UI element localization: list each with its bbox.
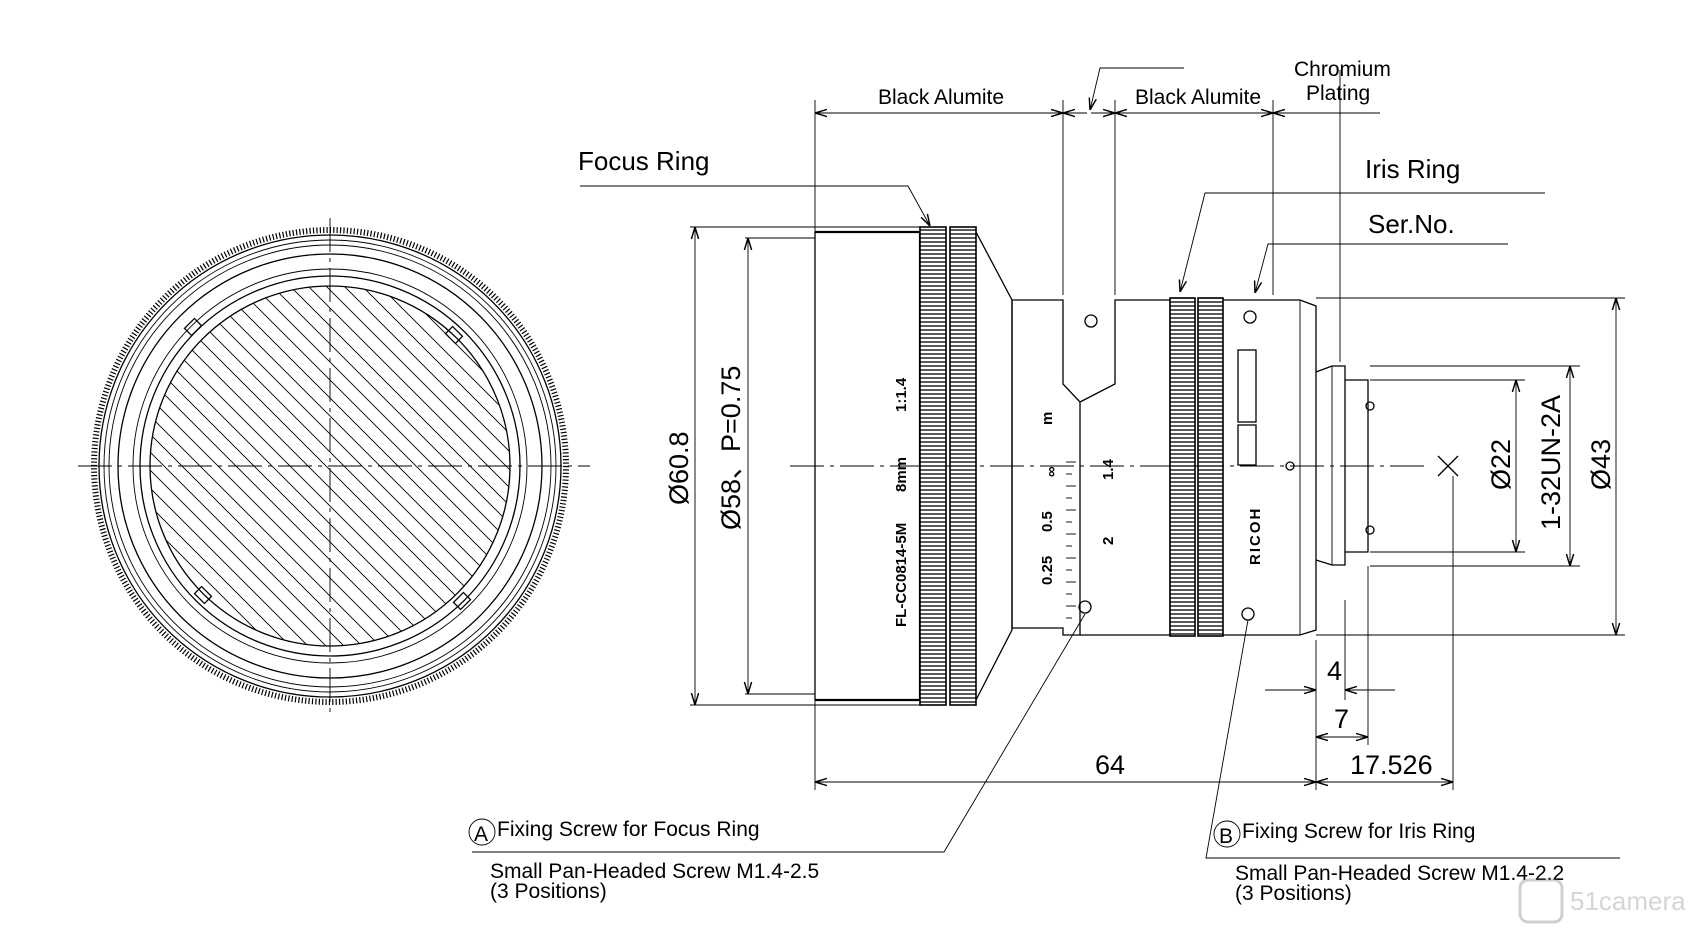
hatch-line: [323, 286, 510, 646]
iris-ring-knurl-2: [1197, 297, 1224, 637]
model-marking: FL-CC0814-5M: [893, 523, 910, 627]
watermark-text: 51camera: [1570, 886, 1686, 916]
note-a-circle: [468, 818, 496, 846]
hatch-line: [377, 286, 510, 646]
hatch-line: [341, 286, 510, 646]
front-glass: [149, 285, 511, 647]
hatch-line: [287, 286, 510, 646]
hatch-line: [215, 286, 510, 646]
distance-05-marking: 0.5: [1039, 511, 1056, 532]
hatch-line: [150, 286, 383, 646]
note-b-marker: B: [1219, 825, 1233, 848]
watermark-logo: [1518, 878, 1564, 924]
hatch-line: [197, 286, 510, 646]
hatch-line: [233, 286, 510, 646]
dimensions: Ø60.8 Ø58、P=0.75 Ø22 1-32UN-2A Ø43 64 17…: [664, 226, 1625, 790]
front-knurl-ring: [91, 227, 569, 705]
iris-2-marking: 2: [1100, 537, 1117, 545]
focal-marking: 8mm: [893, 457, 910, 492]
iris-14-marking: 1.4: [1100, 458, 1117, 480]
hatch-line: [150, 286, 311, 646]
ser-no-label: Ser.No.: [1368, 209, 1455, 239]
dim-thread: 1-32UN-2A: [1536, 395, 1566, 530]
dim-d608: Ø60.8: [664, 431, 694, 505]
top-labels: Black Alumite Black Alumite Chromium Pla…: [578, 58, 1545, 362]
hatch-line: [269, 286, 510, 646]
brand-marking: RICOH: [1247, 507, 1264, 565]
distance-inf-marking: ∞: [1043, 466, 1060, 477]
focus-scale-ticks: [1066, 461, 1076, 619]
lens-markings: FL-CC0814-5M 8mm 1:1.4 m ∞ 0.5 0.25 1.4 …: [893, 377, 1264, 627]
hatch-line: [179, 286, 510, 646]
hatch-line: [150, 286, 473, 646]
dim-d58: Ø58、P=0.75: [716, 366, 746, 530]
black-alumite-left-label: Black Alumite: [878, 86, 1004, 109]
focus-ring-knurl-2: [949, 226, 977, 706]
chromium-label-line2: Plating: [1306, 82, 1370, 105]
dim-d22: Ø22: [1486, 439, 1516, 490]
side-view: [790, 226, 1459, 706]
notes: A Fixing Screw for Focus Ring Small Pan-…: [468, 613, 1620, 905]
note-a-positions: (3 Positions): [490, 880, 607, 903]
note-b-positions: (3 Positions): [1235, 882, 1352, 905]
focus-ring-knurl-1: [919, 226, 947, 706]
distance-unit-marking: m: [1039, 412, 1056, 425]
dim-len4: 4: [1327, 656, 1342, 686]
note-a-title: Fixing Screw for Focus Ring: [497, 818, 760, 841]
dim-len17: 17.526: [1350, 750, 1433, 780]
note-b-detail: Small Pan-Headed Screw M1.4-2.2: [1235, 862, 1564, 885]
front-view: [0, 218, 590, 715]
hatch-line: [359, 286, 510, 646]
hatch-line: [150, 286, 293, 646]
hatch-line: [0, 266, 148, 666]
distance-025-marking: 0.25: [1039, 556, 1056, 585]
hatch-line: [150, 286, 437, 646]
hatch-line: [413, 286, 510, 646]
chromium-label-line1: Chromium: [1294, 58, 1391, 81]
dim-d43: Ø43: [1586, 439, 1616, 490]
hatch-line: [150, 286, 365, 646]
hatch-line: [305, 286, 510, 646]
hatch-line: [150, 286, 455, 646]
black-alumite-right-label: Black Alumite: [1135, 86, 1261, 109]
hatch-line: [150, 286, 401, 646]
watermark: 51camera: [1518, 878, 1686, 924]
dim-len64: 64: [1095, 750, 1125, 780]
note-b-circle: [1213, 820, 1241, 848]
note-a-detail: Small Pan-Headed Screw M1.4-2.5: [490, 860, 819, 883]
iris-ring-label: Iris Ring: [1365, 154, 1460, 184]
note-a-marker: A: [474, 823, 488, 846]
note-b-title: Fixing Screw for Iris Ring: [1242, 820, 1475, 843]
hatch-line: [150, 286, 347, 646]
iris-ring-knurl-1: [1169, 297, 1196, 637]
hatch-line: [150, 286, 329, 646]
hatch-line: [150, 286, 419, 646]
hatch-line: [251, 286, 510, 646]
dim-len7: 7: [1334, 704, 1349, 734]
focus-ring-label: Focus Ring: [578, 146, 710, 176]
aperture-ratio-marking: 1:1.4: [893, 377, 910, 412]
